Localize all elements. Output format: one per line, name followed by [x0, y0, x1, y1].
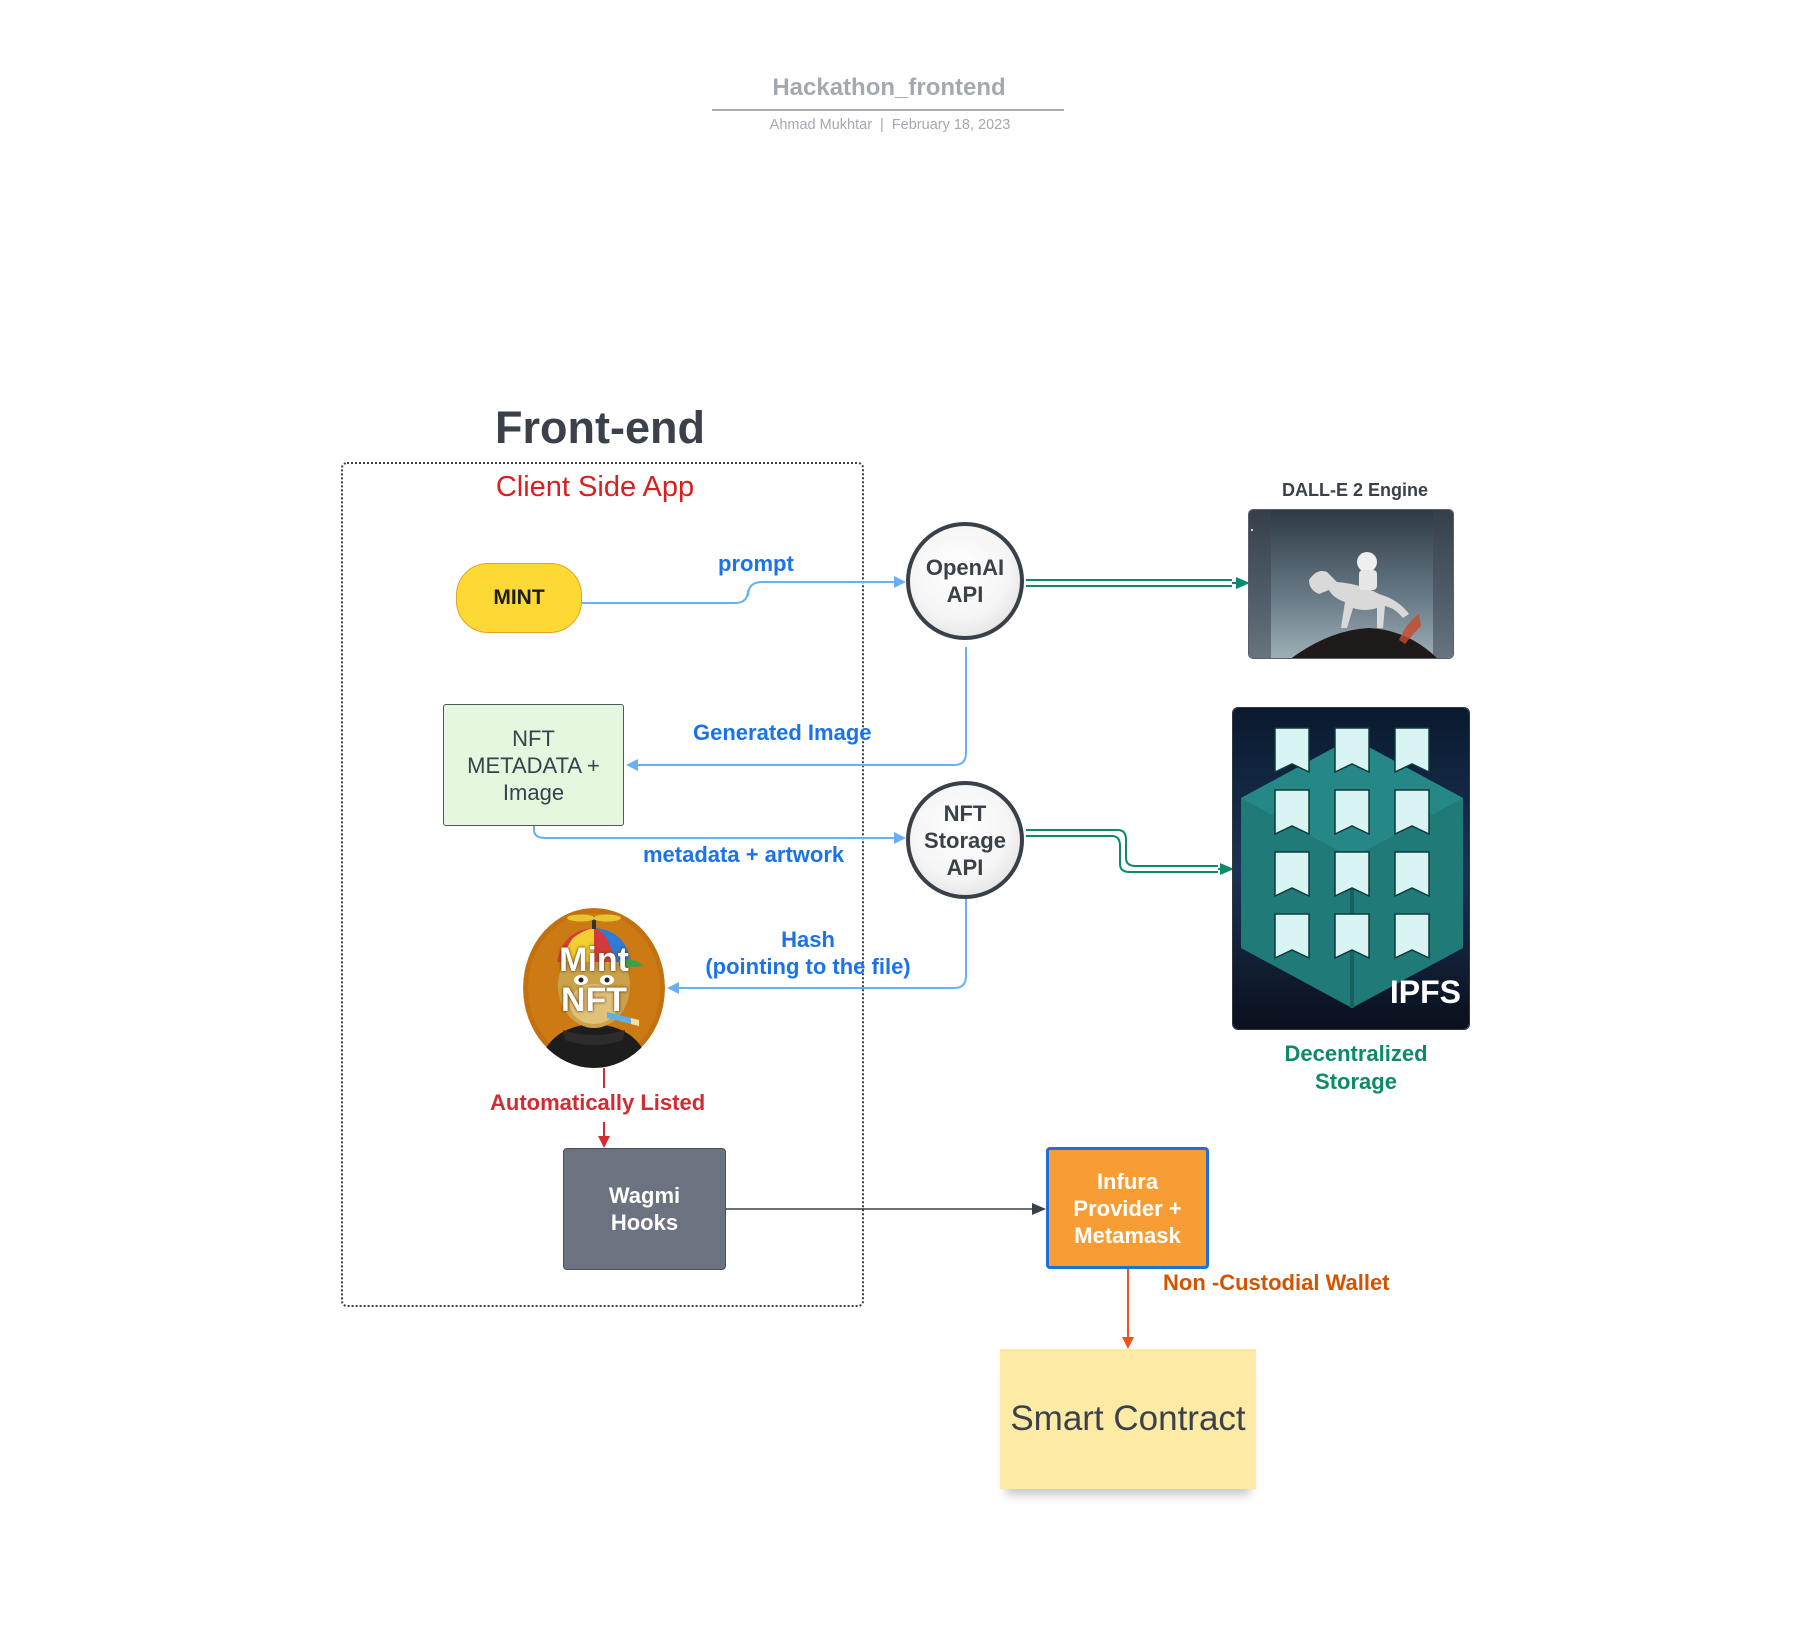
dalle-engine-title: DALL-E 2 Engine: [1281, 480, 1428, 500]
document-author: Ahmad Mukhtar: [769, 117, 873, 133]
infura-label-line-1: Infura: [1096, 1168, 1159, 1194]
document-meta: Ahmad Mukhtar | February 18, 2023: [700, 117, 1080, 133]
client-side-app-container[interactable]: [341, 462, 864, 1307]
mint-nft-label-line-2: NFT: [560, 981, 628, 1019]
label-hash: Hash (pointing to the file): [698, 926, 918, 980]
label-non-custodial-wallet: Non -Custodial Wallet: [1163, 1270, 1390, 1295]
infura-provider-metamask-node[interactable]: Infura Provider + Metamask: [1046, 1147, 1209, 1269]
edge-openai-dalle: [1026, 579, 1232, 587]
metadata-label-line-2: METADATA +: [467, 752, 600, 778]
nftstorage-label-line-3: API: [946, 854, 984, 880]
decentralized-storage-caption: Decentralized Storage: [1236, 1040, 1476, 1096]
infura-label-line-3: Metamask: [1074, 1222, 1181, 1248]
openai-label-line-1: OpenAI: [925, 555, 1005, 580]
nftstorage-label-line-2: Storage: [924, 827, 1006, 853]
label-prompt: prompt: [718, 551, 794, 576]
mint-button[interactable]: MINT: [456, 563, 582, 633]
propeller-hat-ape-avatar[interactable]: [523, 908, 665, 1068]
label-metadata-artwork: metadata + artwork: [643, 842, 845, 867]
edge-nftstorage-ipfs: [1026, 829, 1218, 873]
infura-label-line-2: Provider +: [1073, 1195, 1182, 1221]
title-underline: [712, 109, 1064, 111]
nft-storage-api-node[interactable]: NFT Storage API: [906, 781, 1024, 899]
smart-contract-sticky-note[interactable]: Smart Contract: [1000, 1349, 1256, 1489]
label-generated-image: Generated Image: [693, 720, 872, 745]
wagmi-label-line-2: Hooks: [610, 1210, 679, 1235]
document-title: Hackathon_frontend: [772, 74, 1006, 101]
document-date: February 18, 2023: [891, 117, 1011, 133]
frontend-group-title: Front-end: [495, 402, 705, 453]
meta-separator: |: [880, 117, 884, 133]
metadata-label-line-1: NFT: [512, 725, 555, 751]
label-hash-line-1: Hash: [781, 927, 835, 952]
ipfs-cube-files-image[interactable]: IPFS: [1232, 707, 1470, 1030]
wagmi-label-line-1: Wagmi: [608, 1183, 681, 1208]
nft-avatar-illustration: [523, 908, 665, 1068]
astronaut-riding-horse-image[interactable]: [1248, 509, 1454, 659]
edge-prompt: [582, 576, 906, 604]
mint-nft-label-line-1: Mint: [559, 941, 629, 979]
nft-metadata-image-node[interactable]: NFT METADATA + Image: [443, 704, 624, 826]
wagmi-hooks-node[interactable]: Wagmi Hooks: [563, 1148, 726, 1270]
openai-label-line-2: API: [946, 582, 984, 607]
mint-nft-label: Mint NFT: [523, 940, 665, 1020]
edge-hash: [667, 899, 967, 994]
openai-api-node[interactable]: OpenAI API: [906, 522, 1024, 640]
label-automatically-listed: Automatically Listed: [490, 1090, 706, 1115]
label-hash-line-2: (pointing to the file): [705, 954, 911, 979]
ipfs-label: IPFS: [1390, 974, 1461, 1010]
client-side-app-title: Client Side App: [495, 471, 695, 503]
nftstorage-label-line-1: NFT: [943, 800, 987, 826]
metadata-label-line-3: Image: [502, 779, 565, 805]
storage-caption-line-2: Storage: [1315, 1069, 1397, 1094]
storage-caption-line-1: Decentralized: [1284, 1041, 1428, 1066]
ipfs-illustration: IPFS: [1233, 708, 1469, 1029]
edge-metadata-artwork: [533, 826, 906, 844]
dalle-illustration: [1249, 510, 1453, 658]
edge-generated-image: [626, 647, 967, 771]
